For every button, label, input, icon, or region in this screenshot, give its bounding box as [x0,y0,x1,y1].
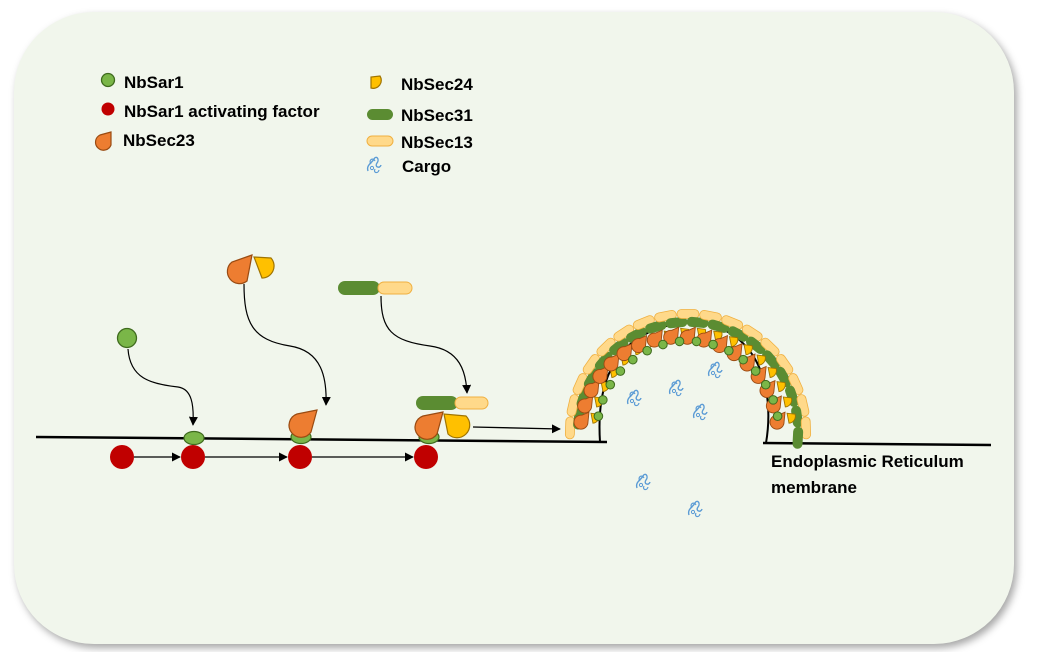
coat-sec24 [743,344,753,356]
coat-sar1 [760,379,771,390]
coat-sec31 [775,366,792,388]
legend-activating-factor-label: NbSar1 activating factor [124,102,320,121]
legend-sec31-label: NbSec31 [401,106,473,125]
coat-sec24 [756,354,766,366]
coat-sec31 [626,327,647,343]
coat-sec31 [745,336,766,355]
coat-sec31 [594,351,613,371]
free-sec23-sec24 [226,254,275,285]
step-arrow-4 [472,424,561,434]
coat-sec23 [577,395,594,414]
legend-sec13-label: NbSec13 [401,133,473,152]
sar1-membrane-1 [183,430,205,446]
coat-sar1 [598,395,608,405]
coat-sar1 [738,354,748,365]
coat-sec23 [592,365,609,384]
activating-factor-3 [288,445,312,469]
coat-sar1 [642,345,652,356]
diagram-panel [14,12,1014,644]
sec31-recruit-arrow [380,295,472,394]
sec24-legend-icon [370,75,382,89]
er-membrane-left [35,435,608,444]
complex-sec13 [454,396,489,410]
coat-sar1 [768,395,778,405]
sec23-recruit-arrow [243,283,331,406]
activating-factor-4 [414,445,438,469]
legend-sec24-label: NbSec24 [401,75,473,94]
coat-sec31 [791,405,803,428]
cargo-icon-3 [626,389,642,407]
free-sec13 [377,281,413,295]
cargo-legend-icon [366,156,382,174]
sec23-legend-icon [94,131,112,151]
sar1-legend-icon [100,72,116,88]
coat-sec31 [785,385,799,407]
legend-sec23-label: NbSec23 [123,131,195,150]
coat-sec24 [782,396,793,408]
free-sar1 [116,327,138,349]
coat-sec24 [728,336,739,348]
sec23-bound [288,409,318,438]
coat-sec31 [665,316,688,329]
legend-cargo-label: Cargo [402,157,452,176]
coat-sar1 [628,354,638,365]
coat-sar1 [750,366,761,376]
coat-sec31 [609,337,629,356]
activating-factor-legend-icon [101,102,115,116]
coat-sec23 [583,379,600,398]
complex-sec31 [416,396,458,410]
cargo-icon-6 [687,500,703,518]
membrane-label-line2: membrane [771,478,857,497]
coat-sec31 [792,426,804,449]
sec31-legend-icon [367,109,393,120]
complex-sec23-sec24 [414,411,471,440]
coat-sec23 [603,353,620,372]
legend-sar1-label: NbSar1 [124,73,184,92]
membrane-label-line1: Endoplasmic Reticulum [771,452,964,471]
sec13-legend-icon [366,135,394,147]
coat-sec24 [767,366,777,378]
coat-sar1 [724,345,734,356]
copii-coat [564,309,812,449]
coat-sar1 [615,366,626,376]
cargo-icon-2 [668,379,684,397]
free-sec31 [338,281,380,295]
coat-sar1 [605,379,616,390]
coat-sec13 [564,416,576,440]
cargo-icon-1 [707,361,723,379]
activating-factor-1 [110,445,134,469]
sar1-recruit-arrow [127,348,198,426]
coat-sec31 [727,326,749,342]
coat-sec24 [786,412,796,424]
coat-sec31 [762,350,780,370]
coat-sar1 [708,339,718,350]
cargo-icon-4 [692,403,708,421]
coat-sec23 [573,411,590,430]
coat-sar1 [691,336,702,347]
coat-sar1 [593,411,604,421]
coat-sec24 [776,381,786,393]
coat-sar1 [658,339,668,350]
activating-factor-2 [181,445,205,469]
coat-sar1 [674,336,685,347]
cargo-icon-5 [635,473,651,491]
coat-sec13 [676,309,700,319]
coat-sar1 [772,411,783,421]
